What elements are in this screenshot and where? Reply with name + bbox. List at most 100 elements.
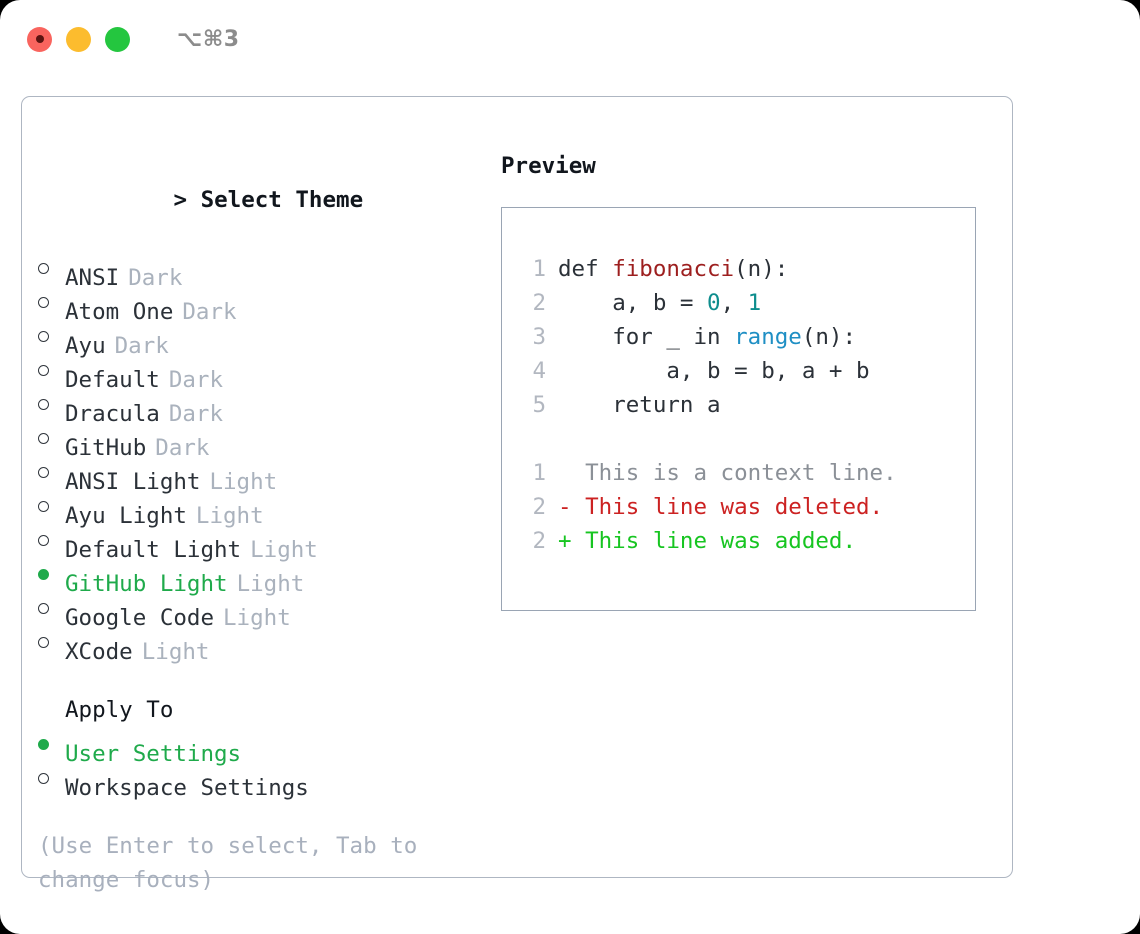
- radio-selected-icon[interactable]: [38, 739, 49, 750]
- radio-cell: [38, 625, 65, 659]
- diff-line-number: 2: [532, 528, 546, 554]
- radio-unselected-icon[interactable]: [38, 501, 49, 512]
- diff-line-text: This is a context line.: [571, 460, 897, 486]
- radio-unselected-icon[interactable]: [38, 297, 49, 308]
- diff-line-context: 1 This is a context line.: [516, 456, 975, 490]
- code-diff-separator: [516, 422, 975, 456]
- radio-cell: [38, 455, 65, 489]
- code-line-content: def fibonacci(n):: [558, 252, 788, 286]
- diff-marker: +: [558, 528, 572, 554]
- theme-option-variant: Dark: [168, 401, 224, 427]
- code-line-content: return a: [558, 388, 720, 422]
- diff-line-text: This line was deleted.: [571, 494, 884, 520]
- theme-picker-title: > Select Theme: [38, 149, 478, 251]
- code-token-plain: ,: [720, 290, 748, 316]
- radio-cell: [38, 591, 65, 625]
- code-token-call: range: [734, 324, 802, 350]
- radio-unselected-icon[interactable]: [38, 535, 49, 546]
- minimize-button[interactable]: [66, 26, 91, 52]
- diff-line-deleted: 2- This line was deleted.: [516, 490, 975, 524]
- code-line-number: 5: [532, 392, 546, 418]
- diff-line-number: 2: [532, 494, 546, 520]
- theme-option-google-code[interactable]: Google Code Light: [38, 591, 478, 631]
- theme-option-ayu-light[interactable]: Ayu Light Light: [38, 489, 478, 529]
- zoom-button[interactable]: [105, 26, 130, 52]
- code-token-plain: a, b = b, a + b: [666, 358, 870, 384]
- theme-option-github[interactable]: GitHub Dark: [38, 421, 478, 461]
- radio-unselected-icon[interactable]: [38, 263, 49, 274]
- theme-option-label: Google Code: [65, 605, 215, 631]
- theme-option-label: Default Light: [65, 537, 242, 563]
- theme-option-label: GitHub: [65, 435, 147, 461]
- code-indent: [558, 392, 612, 418]
- theme-option-variant: Light: [209, 469, 278, 495]
- diff-marker: [558, 456, 572, 490]
- radio-cell: [38, 251, 65, 285]
- code-line-number: 4: [532, 358, 546, 384]
- radio-unselected-icon[interactable]: [38, 637, 49, 648]
- radio-unselected-icon[interactable]: [38, 331, 49, 342]
- prompt-caret-icon: >: [173, 187, 188, 213]
- diff-sample: 1 This is a context line.2- This line wa…: [516, 456, 975, 558]
- radio-unselected-icon[interactable]: [38, 467, 49, 478]
- apply-to-option-user-settings[interactable]: User Settings: [38, 727, 478, 767]
- code-token-num: 1: [747, 290, 762, 316]
- code-line-number: 1: [532, 256, 546, 282]
- code-line-number: 3: [532, 324, 546, 350]
- radio-selected-icon[interactable]: [38, 569, 49, 580]
- theme-option-variant: Light: [223, 605, 291, 631]
- keyboard-shortcut-label: ⌥⌘3: [177, 26, 240, 52]
- theme-option-variant: Light: [195, 503, 264, 529]
- theme-option-label: Default: [65, 367, 160, 393]
- radio-unselected-icon[interactable]: [38, 603, 49, 614]
- theme-option-variant: Dark: [155, 435, 210, 461]
- code-line-number: 2: [532, 290, 546, 316]
- window-controls: [27, 26, 130, 52]
- keyboard-hint-text: (Use Enter to select, Tab to change focu…: [38, 833, 418, 893]
- title-bar: ⌥⌘3: [0, 0, 1140, 78]
- radio-unselected-icon[interactable]: [38, 399, 49, 410]
- radio-unselected-icon[interactable]: [38, 433, 49, 444]
- theme-option-label: Ayu Light: [65, 503, 187, 529]
- close-button[interactable]: [27, 26, 52, 52]
- code-indent: [558, 324, 612, 350]
- code-line-content: a, b = b, a + b: [558, 354, 870, 388]
- apply-to-option-workspace-settings[interactable]: Workspace Settings: [38, 761, 478, 801]
- radio-cell: [38, 387, 65, 421]
- diff-line-number: 1: [532, 460, 546, 486]
- code-line: 3 for _ in range(n):: [516, 320, 975, 354]
- theme-option-default[interactable]: Default Dark: [38, 353, 478, 393]
- code-token-plain: for _ in: [612, 324, 735, 350]
- radio-cell: [38, 727, 65, 761]
- theme-option-variant: Light: [236, 571, 305, 597]
- radio-cell: [38, 489, 65, 523]
- theme-option-variant: Dark: [168, 367, 224, 393]
- code-line: 2 a, b = 0, 1: [516, 286, 975, 320]
- code-token-plain: def: [558, 256, 613, 282]
- code-line-content: for _ in range(n):: [558, 320, 856, 354]
- radio-unselected-icon[interactable]: [38, 773, 49, 784]
- apply-to-option-label: Workspace Settings: [65, 775, 309, 801]
- radio-unselected-icon[interactable]: [38, 365, 49, 376]
- radio-cell: [38, 353, 65, 387]
- theme-option-label: Atom One: [65, 299, 174, 325]
- diff-line-text: This line was added.: [571, 528, 857, 554]
- code-line: 1 def fibonacci(n):: [516, 252, 975, 286]
- radio-cell: [38, 421, 65, 455]
- code-indent: [558, 358, 666, 384]
